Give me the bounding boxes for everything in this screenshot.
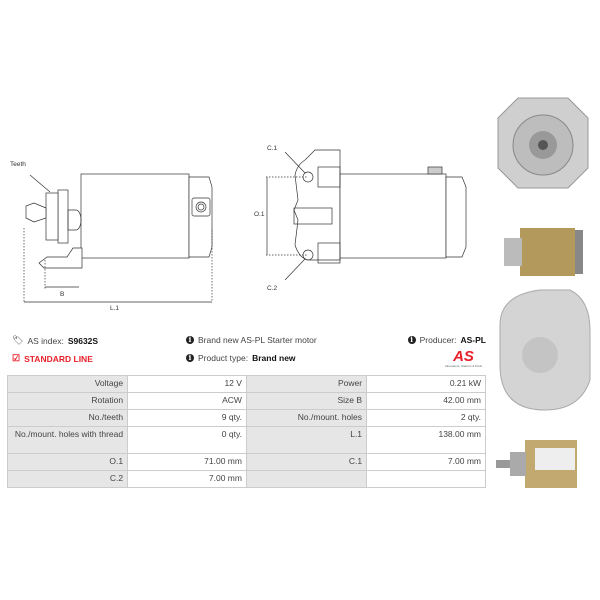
label-o1: O.1 xyxy=(254,211,265,218)
label-c1: C.1 xyxy=(267,145,278,152)
spec-label: Rotation xyxy=(6,392,129,410)
spec-value: 12 V xyxy=(127,375,247,393)
spec-value: 42.00 mm xyxy=(366,392,486,410)
spec-value: 0 qty. xyxy=(127,426,247,454)
spec-value: 0.21 kW xyxy=(366,375,486,393)
label-b: B xyxy=(60,291,64,298)
top-view xyxy=(266,149,467,281)
spec-label: Voltage xyxy=(6,375,129,393)
photo-front-view xyxy=(497,97,589,189)
label-teeth: Teeth xyxy=(10,161,26,168)
as-pl-logo: AS Alternators, Starters & Parts xyxy=(440,348,487,368)
photo-rear-view xyxy=(499,289,591,411)
producer-value: AS-PL xyxy=(460,335,487,345)
as-index: 🏷 AS index: S9632S xyxy=(12,335,98,346)
spec-value xyxy=(366,470,486,488)
info-icon: i xyxy=(186,354,194,362)
spec-label: L.1 xyxy=(245,426,368,454)
spec-label: No./mount. holes with thread xyxy=(6,426,129,454)
checkbox-icon: ☑ xyxy=(12,353,21,363)
producer: i Producer: AS-PL xyxy=(407,335,487,345)
label-l1: L.1 xyxy=(110,305,119,312)
spec-value: 2 qty. xyxy=(366,409,486,427)
as-index-label: AS index: xyxy=(27,335,64,346)
spec-value: 71.00 mm xyxy=(127,453,247,471)
technical-drawing: Teeth B L.1 C.1 O.1 C.2 xyxy=(10,145,467,312)
description: i Brand new AS-PL Starter motor xyxy=(186,335,317,345)
label-c2: C.2 xyxy=(267,285,278,292)
spec-label: C.2 xyxy=(6,470,129,488)
producer-label: Producer: xyxy=(419,335,457,345)
standard-line-badge: ☑ STANDARD LINE xyxy=(12,353,93,364)
standard-line-label: STANDARD LINE xyxy=(24,353,93,364)
logo-tagline: Alternators, Starters & Parts xyxy=(444,364,483,368)
spec-label: C.1 xyxy=(245,453,368,471)
info-icon: i xyxy=(407,336,416,344)
as-index-value: S9632S xyxy=(67,335,99,346)
spec-label: O.1 xyxy=(6,453,129,471)
spec-value: 9 qty. xyxy=(127,409,247,427)
photo-side-view xyxy=(504,228,583,276)
spec-label: No./teeth xyxy=(6,409,129,427)
tag-icon: 🏷 xyxy=(12,335,24,345)
photo-motor-label-view xyxy=(496,440,577,488)
side-view xyxy=(23,173,213,303)
spec-label: Power xyxy=(245,375,368,393)
spec-label: No./mount. holes xyxy=(245,409,368,427)
logo-text: AS xyxy=(453,348,474,365)
spec-value: 7.00 mm xyxy=(366,453,486,471)
product-type: i Product type: Brand new xyxy=(186,353,296,363)
spec-value: 138.00 mm xyxy=(366,426,486,454)
spec-value: ACW xyxy=(127,392,247,410)
spec-label xyxy=(245,470,368,488)
info-icon: i xyxy=(186,336,194,344)
spec-label: Size B xyxy=(245,392,368,410)
product-photos xyxy=(496,97,591,488)
description-text: Brand new AS-PL Starter motor xyxy=(198,335,317,345)
product-type-label: Product type: xyxy=(198,353,249,363)
product-type-value: Brand new xyxy=(252,353,296,363)
spec-value: 7.00 mm xyxy=(127,470,247,488)
